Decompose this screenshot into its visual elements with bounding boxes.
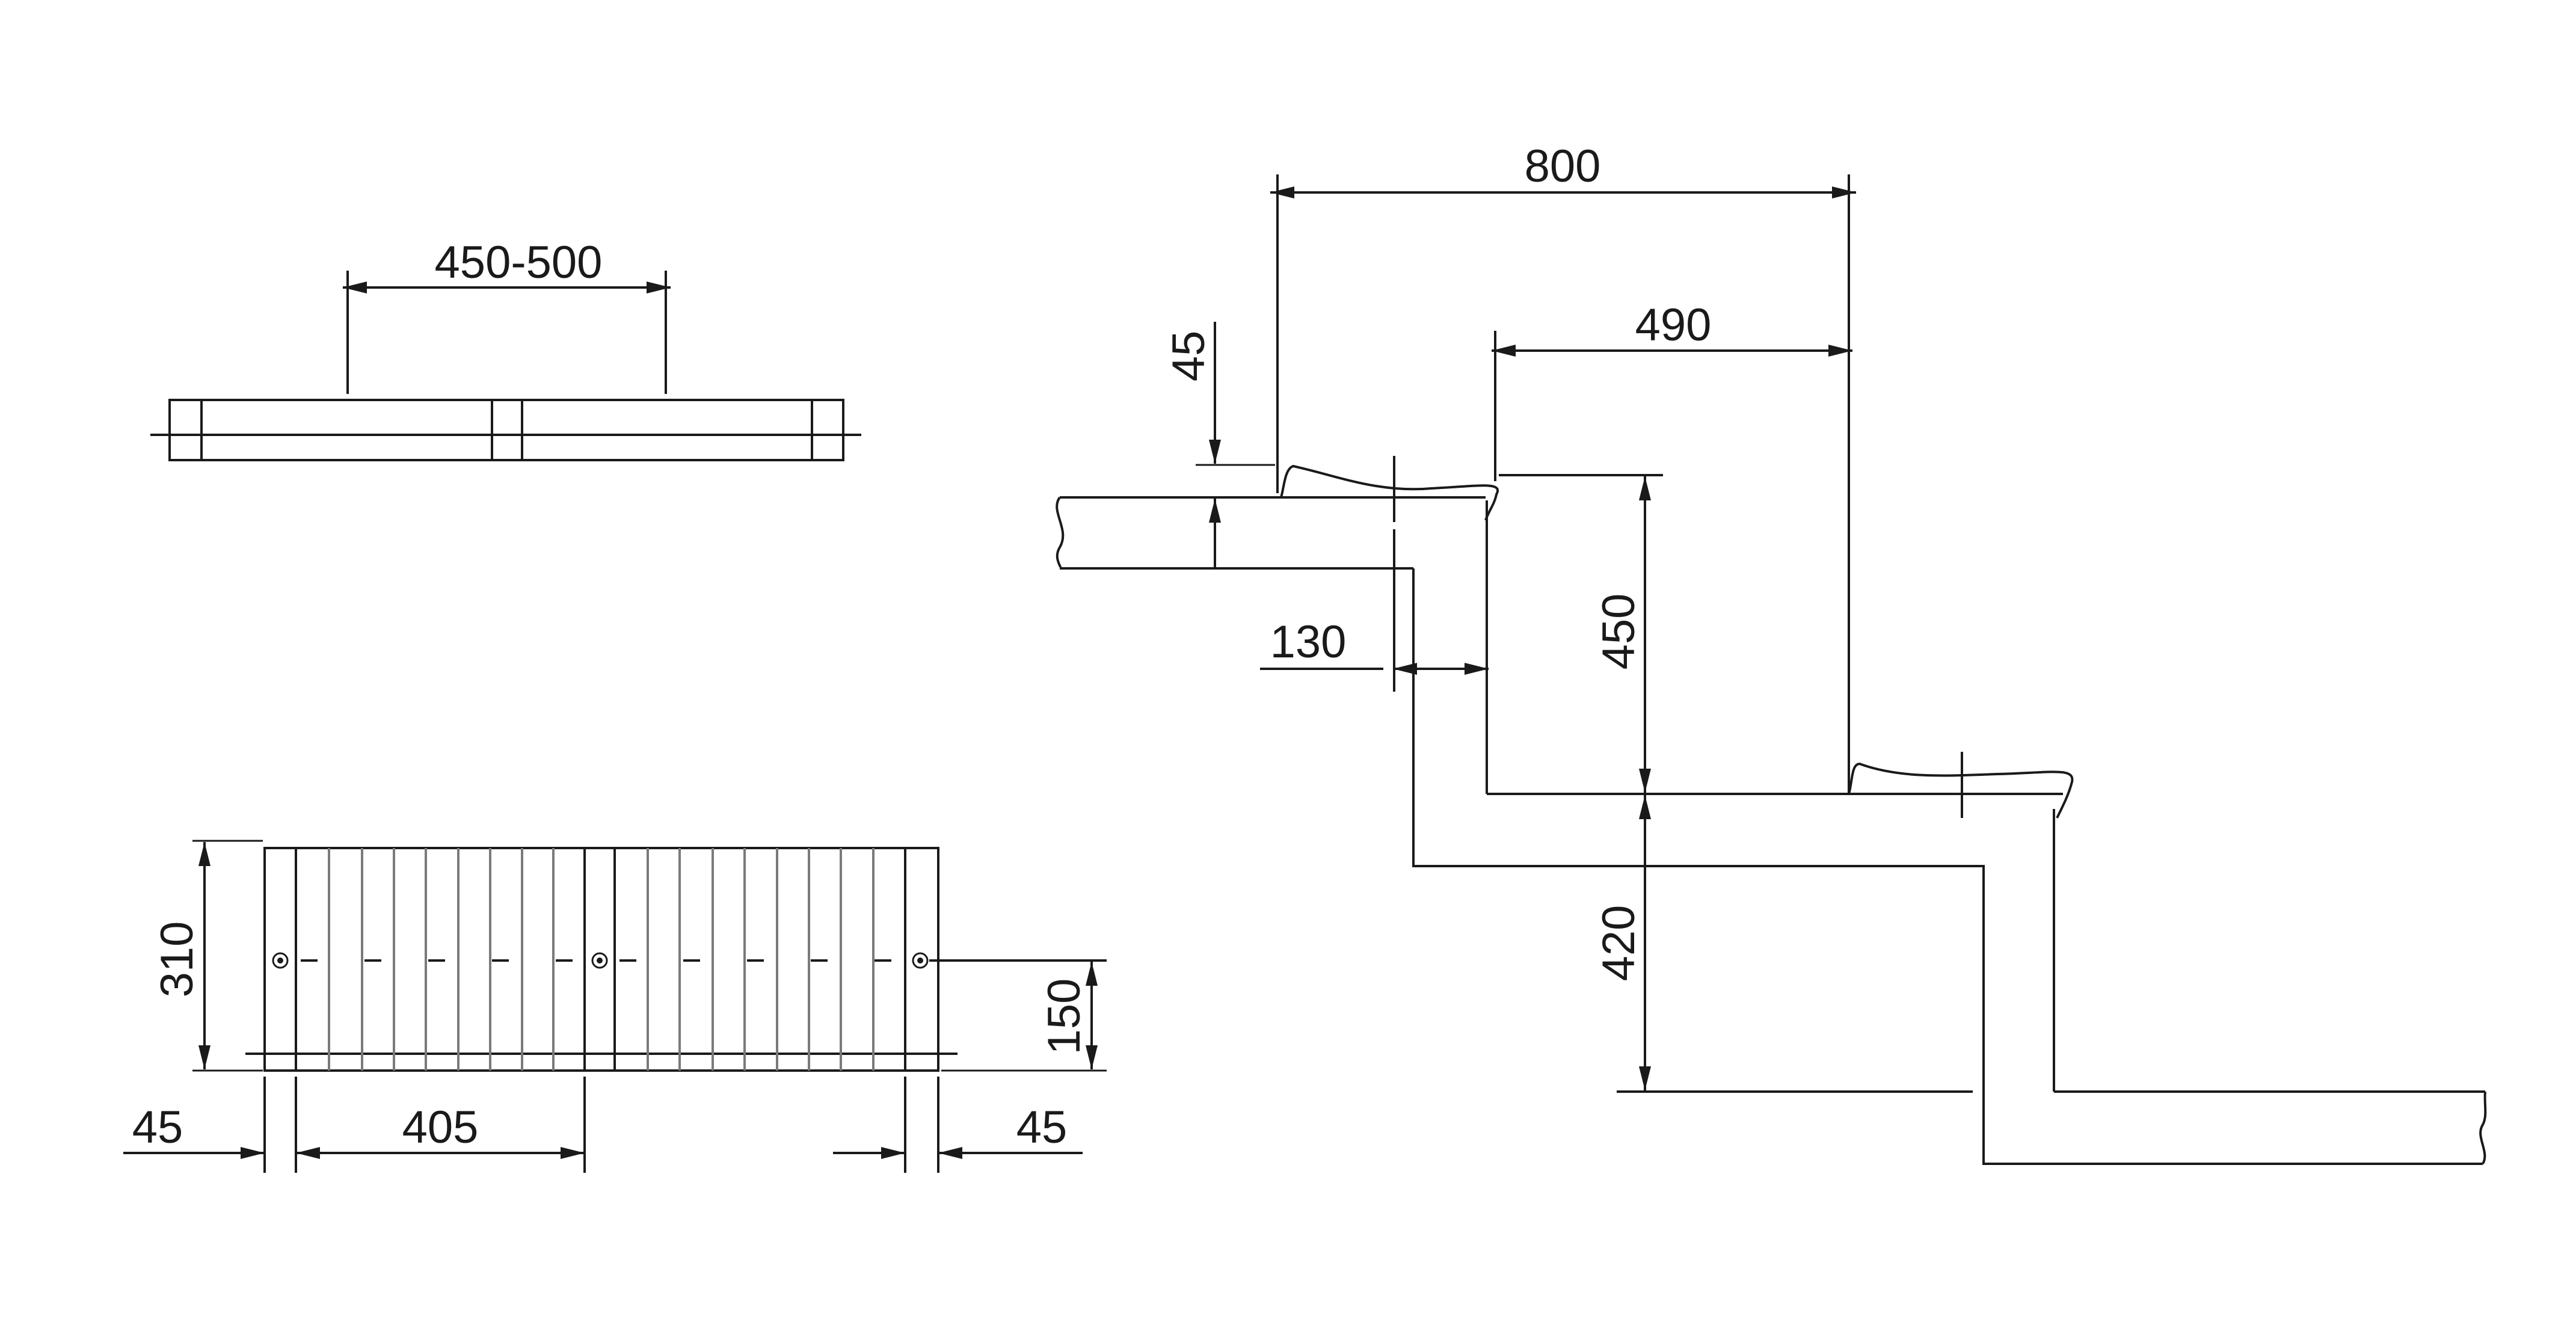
- slats-left: [328, 848, 555, 1071]
- dim-label-800: 800: [1525, 141, 1601, 192]
- slats-right: [647, 848, 875, 1071]
- top-view: 450-500: [150, 237, 861, 461]
- dim-label-310: 310: [152, 921, 203, 998]
- bolt-icon: [591, 952, 608, 969]
- bolt-icon: [272, 952, 289, 969]
- dim-label-420: 420: [1593, 905, 1644, 982]
- dim-label-490: 490: [1635, 300, 1712, 351]
- dim-label-405: 405: [402, 1102, 479, 1153]
- bolt-icon: [912, 952, 929, 969]
- dim-label-45-thickness: 45: [1163, 331, 1214, 382]
- dim-label-right-45: 45: [1016, 1102, 1068, 1153]
- dim-label-450-500: 450-500: [435, 237, 603, 288]
- front-view: 310 150 45 405 45: [123, 840, 1107, 1173]
- dim-label-left-45: 45: [132, 1102, 183, 1153]
- dim-label-130: 130: [1270, 616, 1347, 668]
- dim-label-450: 450: [1593, 594, 1644, 670]
- dim-label-150: 150: [1039, 979, 1090, 1055]
- side-section-view: 800 490 45 130 450 420: [1056, 141, 2487, 1165]
